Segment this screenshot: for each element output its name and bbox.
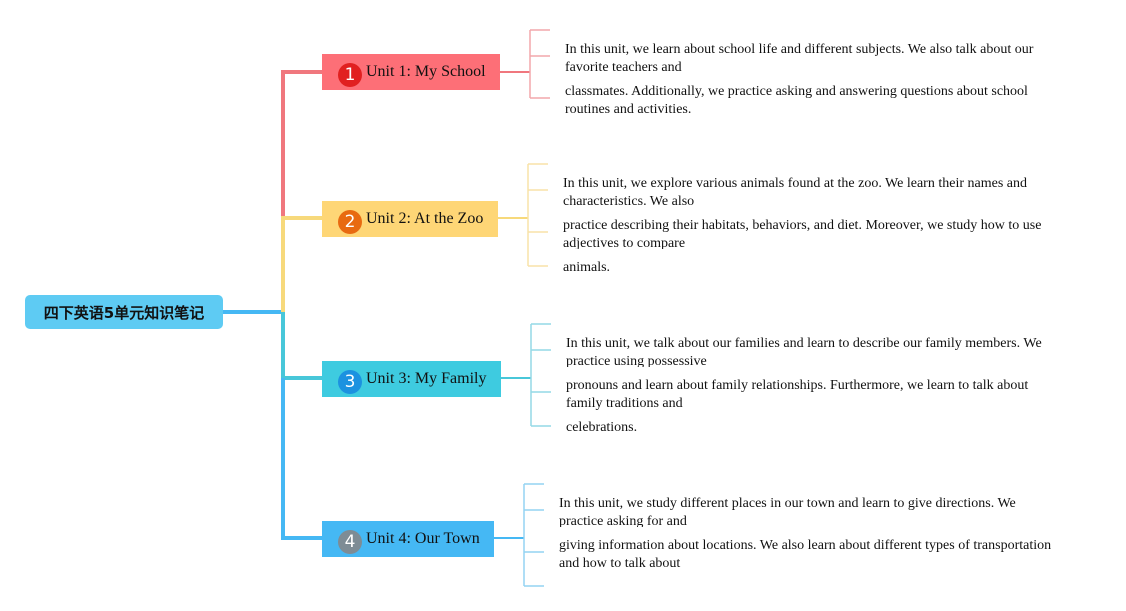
unit-4-topic[interactable]: 4 Unit 4: Our Town bbox=[322, 521, 494, 557]
unit-1-note-2: classmates. Additionally, we practice as… bbox=[565, 84, 1028, 117]
unit-2-title: Unit 2: At the Zoo bbox=[366, 210, 484, 227]
unit-3-topic[interactable]: 3 Unit 3: My Family bbox=[322, 361, 501, 397]
unit-4-note-1: In this unit, we study different places … bbox=[559, 496, 1016, 527]
unit-1-title: Unit 1: My School bbox=[366, 63, 486, 80]
unit-3-connector bbox=[281, 312, 322, 380]
unit-2-connector bbox=[281, 216, 322, 312]
unit-1-topic[interactable]: 1 Unit 1: My School bbox=[322, 54, 500, 90]
root-topic[interactable]: 四下英语5单元知识笔记 bbox=[25, 295, 223, 329]
unit-1-number-badge: 1 bbox=[338, 62, 362, 87]
unit-2-note-1: In this unit, we explore various animals… bbox=[563, 176, 1027, 209]
unit-3-note-2: pronouns and learn about family relation… bbox=[566, 378, 1029, 411]
unit-2-number-badge: 2 bbox=[338, 209, 362, 234]
unit-4-number-badge: 4 bbox=[338, 529, 362, 554]
unit-4-note-2: giving information about locations. We a… bbox=[559, 538, 1052, 571]
unit-4-title: Unit 4: Our Town bbox=[366, 530, 480, 547]
unit-2-note-2: practice describing their habitats, beha… bbox=[563, 218, 1042, 249]
unit-2-note-3: animals. bbox=[563, 260, 611, 275]
unit-1-note-1: In this unit, we learn about school life… bbox=[565, 42, 1034, 75]
unit-3-note-3: celebrations. bbox=[566, 420, 638, 435]
root-topic-label: 四下英语5单元知识笔记 bbox=[43, 303, 205, 322]
unit-2-topic[interactable]: 2 Unit 2: At the Zoo bbox=[322, 201, 498, 237]
unit-3-note-1: In this unit, we talk about our families… bbox=[566, 336, 1042, 367]
unit-1-connector bbox=[281, 70, 322, 218]
unit-3-title: Unit 3: My Family bbox=[366, 370, 487, 387]
unit-4-connector bbox=[281, 378, 322, 540]
unit-3-number-badge: 3 bbox=[338, 369, 362, 394]
